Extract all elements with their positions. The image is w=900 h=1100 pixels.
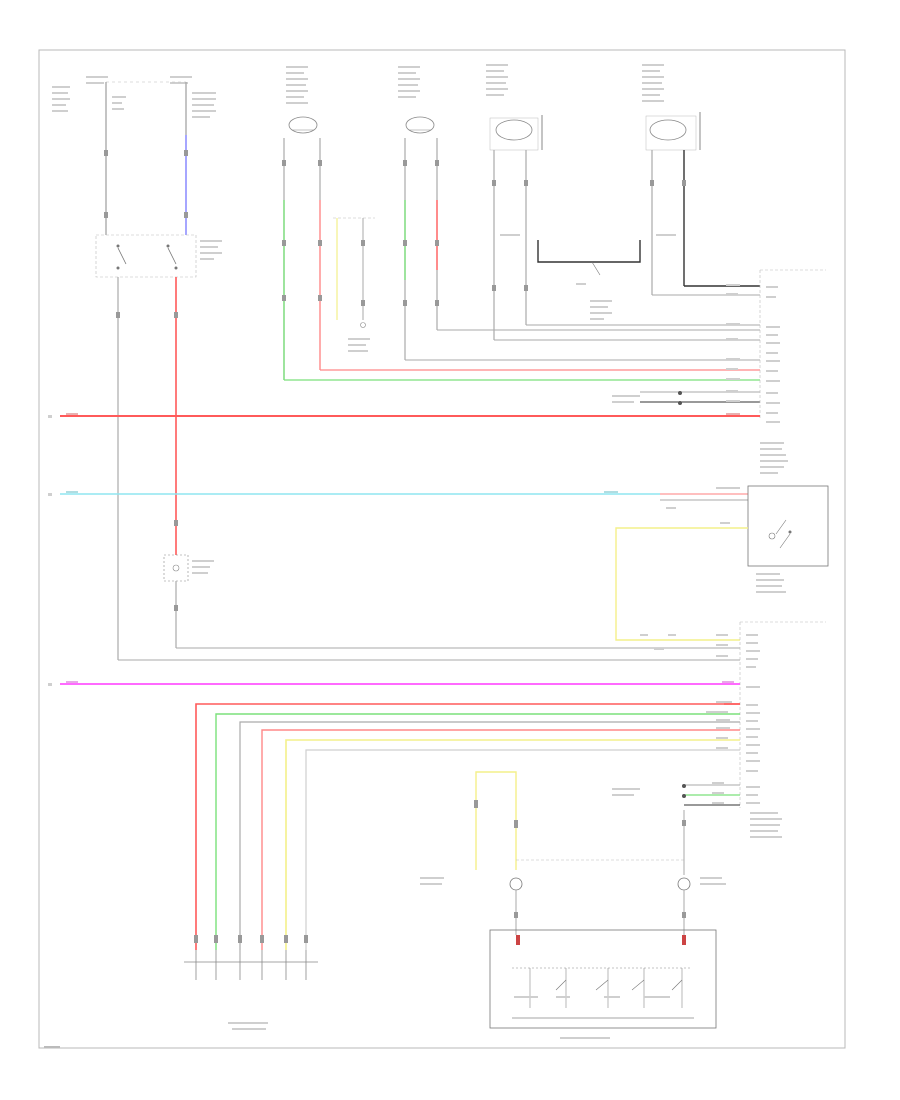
wheel-speed-sensor-front-left — [486, 64, 543, 340]
power-feed-wire-red — [48, 413, 780, 423]
engine-harness-wires — [184, 701, 740, 1030]
brake-light-switch-group — [52, 76, 740, 661]
ignition-wire-magenta — [48, 681, 740, 686]
yaw-rate-sensor — [615, 485, 829, 657]
brake-fluid-sensors — [420, 771, 740, 935]
skid-control-ecu-label — [760, 442, 788, 474]
skid-control-ecu-connector-2 — [739, 621, 826, 838]
shield-wire — [537, 240, 641, 320]
skid-control-ecu-connector-1 — [284, 269, 826, 420]
footer-code-mark — [44, 1046, 60, 1048]
ground-junction — [333, 217, 375, 352]
can-wire-cyan — [48, 487, 748, 524]
brake-actuator — [489, 929, 717, 1039]
wheel-speed-sensor-rear-left — [282, 66, 322, 380]
diagram-frame — [38, 49, 846, 1049]
wheel-speed-sensor-rear-right — [398, 66, 439, 360]
wheel-speed-sensor-front-right — [642, 64, 701, 295]
